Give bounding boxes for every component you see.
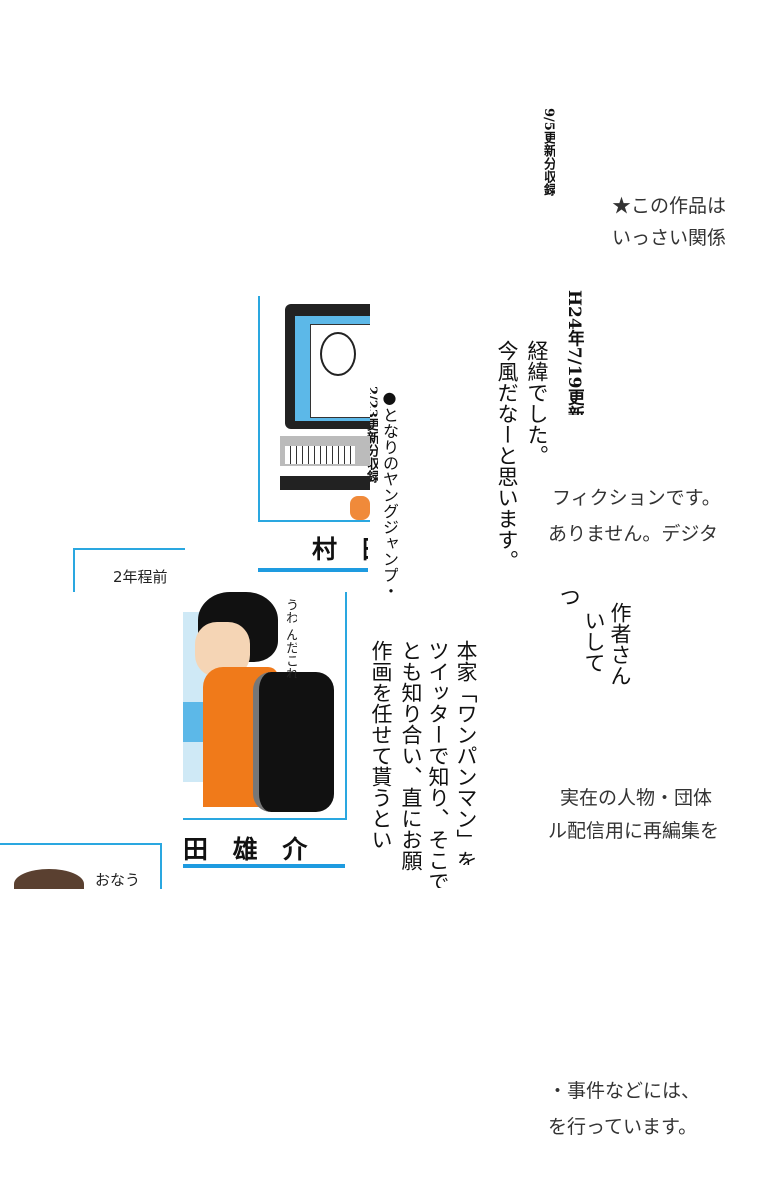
divider xyxy=(183,864,345,868)
update-note-top: 9/5更新分収録 xyxy=(541,108,555,196)
illustration-fragment: おなう xyxy=(0,843,162,889)
illustration-man-at-computer: うわ んだこれ もしれー xyxy=(183,592,347,820)
afterword-col-5: 作者さん xyxy=(608,602,632,686)
update-note-mid: H24年7/19更新分～ xyxy=(564,290,584,415)
afterword-col-4: いして xyxy=(582,610,606,673)
notice-line-1: ★この作品は xyxy=(612,195,727,217)
divider xyxy=(258,568,368,572)
illustration-monitor xyxy=(258,296,370,522)
saitama-head-icon xyxy=(320,332,356,376)
afterword-col-8: とも知り合い、直にお願 xyxy=(399,640,423,871)
afterword-col-2: 今風だなーと思います。 xyxy=(495,340,519,571)
notice-line-8: を行っています。 xyxy=(548,1116,698,1138)
caption-text: 2年程前 xyxy=(113,568,168,586)
spiky-hair-icon xyxy=(14,869,84,889)
source-credit: ●となりのヤングジャンプ・H xyxy=(380,388,398,593)
notice-line-3: フィクションです。 xyxy=(552,487,721,509)
speech-bubble: うわ んだこれ もしれー xyxy=(283,598,297,678)
notice-line-4: ありません。デジタ xyxy=(548,523,719,545)
afterword-col-1: 経緯でした。 xyxy=(525,340,549,466)
notice-line-6: ル配信用に再編集を xyxy=(548,820,720,842)
notice-line-7: ・事件などには、 xyxy=(548,1080,701,1102)
caption-box: 2年程前 xyxy=(73,548,185,592)
author-name-2: 田 雄 介 xyxy=(183,835,316,864)
speech-text: おなう xyxy=(95,871,141,889)
keyboard-icon xyxy=(285,446,355,464)
chair-icon xyxy=(253,672,334,812)
author-name-1: 村 田 xyxy=(312,535,368,564)
afterword-col-7: ツイッターで知り、そこで xyxy=(426,640,450,888)
notice-line-5: 実在の人物・団体 xyxy=(560,787,713,809)
afterword-col-9: 作画を任せて貰うとい xyxy=(369,640,393,850)
afterword-col-3: つ xyxy=(557,586,581,607)
notice-line-2: いっさい関係 xyxy=(612,227,727,249)
afterword-col-6: 本家「ワンパンマン」を xyxy=(454,640,478,865)
